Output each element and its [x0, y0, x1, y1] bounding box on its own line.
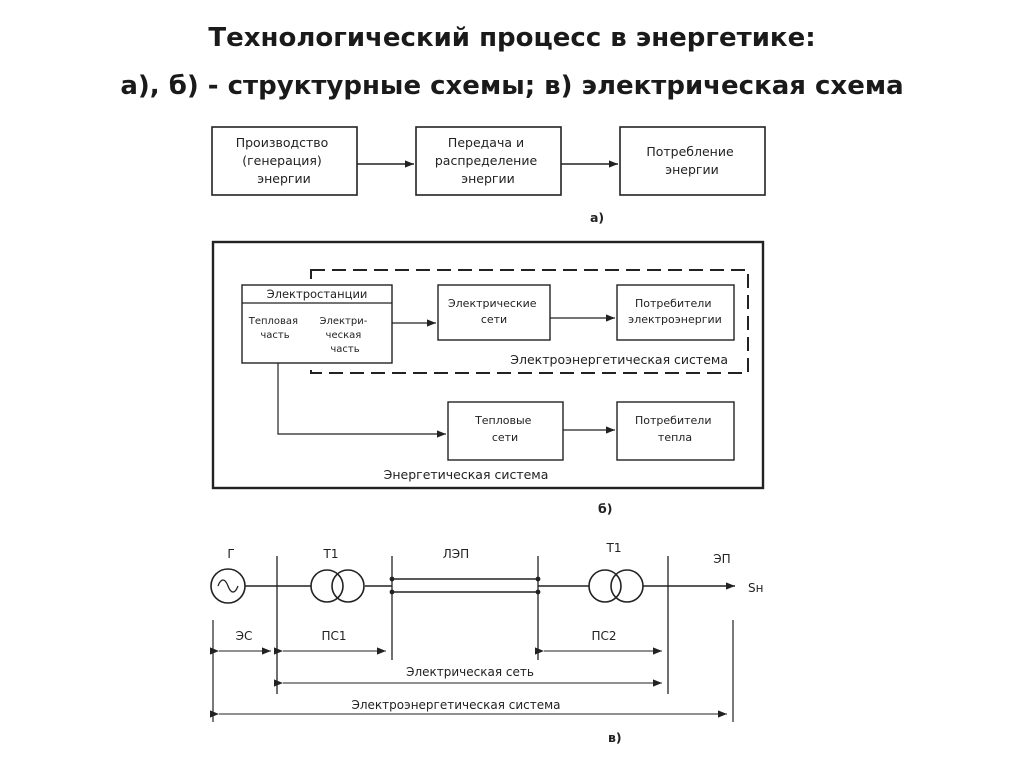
generator-label: Г	[227, 547, 234, 561]
load-label: ЭП	[713, 552, 730, 566]
heat-networks-label: Тепловые сети	[474, 414, 535, 444]
consumption-label: Потребление энергии	[646, 144, 737, 177]
power-system-label: Электроэнергетическая система	[510, 352, 728, 367]
electric-consumers-label: Потребители электроэнергии	[628, 297, 722, 326]
scheme-c	[210, 556, 735, 722]
generator-sine-icon	[217, 579, 239, 593]
node-line-end-top	[535, 576, 541, 582]
transformer-2-label: Т1	[606, 541, 622, 555]
power-system-dashed-frame	[310, 269, 749, 374]
transformer-1-label: Т1	[323, 547, 339, 561]
title-line-1: Технологический процесс в энергетике:	[208, 23, 816, 53]
station-label: ЭС	[236, 629, 253, 643]
caption-b: б)	[598, 501, 612, 516]
transformer-1-winding-b	[331, 569, 365, 603]
transmission-label: Передача и распределение энергии	[435, 135, 541, 186]
node-line-end-bottom	[535, 589, 541, 595]
generation-box	[211, 126, 358, 196]
electric-network-label: Электрическая сеть	[406, 665, 534, 679]
transformer-2-winding-b	[610, 569, 644, 603]
thermal-part-label: Тепловая часть	[248, 316, 302, 341]
arrow-plants-to-heat-networks	[277, 363, 446, 438]
consumption-box	[619, 126, 766, 196]
power-plants-header: Электростанции	[267, 287, 368, 301]
generation-label: Производство (генерация) энергии	[236, 135, 333, 186]
energy-system-label: Энергетическая система	[384, 467, 549, 482]
caption-c: в)	[608, 730, 622, 745]
node-line-start-bottom	[389, 589, 395, 595]
electric-part-label: Электри- ческая часть	[319, 316, 370, 355]
heat-consumers-label: Потребители тепла	[635, 414, 715, 444]
power-system-extent-label: Электроэнергетическая система	[351, 698, 560, 712]
energy-system-frame	[211, 240, 765, 490]
substation-1-label: ПС1	[321, 629, 346, 643]
transformer-2-winding-a	[588, 569, 622, 603]
load-power-label: Sн	[748, 581, 763, 595]
heat-consumers-box	[616, 401, 735, 461]
transformer-1-winding-a	[310, 569, 344, 603]
substation-2-label: ПС2	[591, 629, 616, 643]
transmission-box	[415, 126, 562, 196]
heat-networks-box	[447, 401, 564, 461]
electric-networks-box	[437, 284, 551, 341]
transmission-line-label: ЛЭП	[443, 547, 469, 561]
electric-networks-label: Электрические сети	[448, 297, 540, 326]
scheme-c-nodes	[389, 576, 541, 595]
scheme-a	[211, 126, 766, 196]
caption-a: а)	[590, 210, 604, 225]
scheme-b	[211, 240, 765, 490]
slide-title: Технологический процесс в энергетике: а)…	[0, 14, 1024, 110]
power-plants-box	[241, 284, 393, 364]
electric-consumers-box	[616, 284, 735, 341]
title-line-2: а), б) - структурные схемы; в) электриче…	[120, 71, 904, 101]
node-line-start-top	[389, 576, 395, 582]
